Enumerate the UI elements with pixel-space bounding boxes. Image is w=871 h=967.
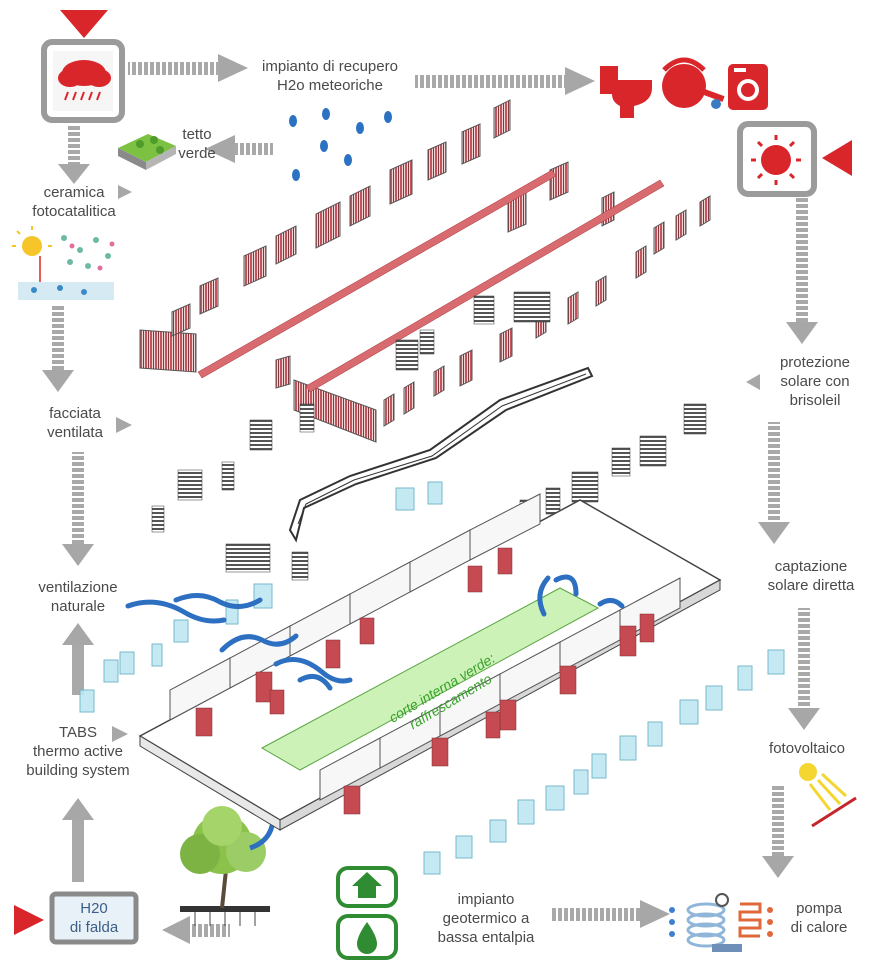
solar-protection-line2: solare con <box>780 373 850 390</box>
facade-line2: ventilata <box>47 424 103 441</box>
arrow-pv-to-heatpump <box>762 786 794 878</box>
solar-protection-line1: protezione <box>779 354 851 371</box>
arrow-tabs-to-ventilation <box>62 623 94 695</box>
green-courtyard <box>260 587 600 771</box>
arrow-ceramic-to-facade <box>42 306 74 392</box>
solar-capture-line1: captazione <box>774 558 848 575</box>
photovoltaic-label: fotovoltaico <box>752 739 862 758</box>
groundwater-line1: H20 <box>80 900 108 917</box>
green-roof-line1: tetto <box>182 126 212 143</box>
geothermal-line2: geotermico a <box>442 910 530 927</box>
ventilation-line2: naturale <box>50 598 106 615</box>
rain-recovery-line2: H2o meteoriche <box>277 77 383 94</box>
heat-pump-icon <box>669 893 773 952</box>
tabs-pointer <box>112 726 128 742</box>
tree-icon <box>180 806 270 926</box>
tabs-line2: thermo active <box>32 743 124 760</box>
geothermal-line1: impianto <box>457 891 515 908</box>
geothermal-label: impianto geotermico a bassa entalpia <box>426 890 546 947</box>
washing-machine-icon <box>728 64 768 110</box>
facade-label: facciata ventilata <box>30 404 120 442</box>
photovoltaic-line1: fotovoltaico <box>769 740 845 757</box>
groundwater-box <box>49 891 139 945</box>
ventilation-label: ventilazione naturale <box>18 578 138 616</box>
solar-protection-line3: brisoleil <box>789 392 841 409</box>
protection-pointer <box>746 374 760 390</box>
ceramic-label: ceramica fotocatalitica <box>14 183 134 221</box>
heat-pump-line2: di calore <box>790 919 848 936</box>
building-diagram <box>79 99 785 875</box>
facade-brick-layer <box>139 99 711 443</box>
tabs-line3: building system <box>26 762 130 779</box>
arrow-sun-to-protection <box>786 198 818 344</box>
sun-input-marker <box>822 140 852 176</box>
rain-recovery-label: impianto di recupero H2o meteoriche <box>236 57 424 95</box>
rain-recovery-line1: impianto di recupero <box>262 58 398 75</box>
arrow-rain-to-recovery <box>128 54 248 82</box>
arrow-rain-to-ceramic <box>58 126 90 184</box>
toilet-icon <box>600 66 652 118</box>
arrow-protection-to-capture <box>758 422 790 544</box>
geothermal-line3: bassa entalpia <box>437 929 535 946</box>
water-drop-icon <box>336 914 398 960</box>
arrow-geothermal-to-heatpump <box>550 900 670 928</box>
rain-cloud-icon <box>41 39 125 123</box>
solar-capture-line2: solare diretta <box>767 577 855 594</box>
house-icon <box>336 866 398 908</box>
ceramic-line2: fotocatalitica <box>32 203 116 220</box>
facade-line1: facciata <box>49 405 101 422</box>
green-roof-label: tetto verde <box>172 125 222 163</box>
rain-input-marker <box>60 10 108 38</box>
groundwater-input-marker <box>14 905 44 935</box>
watering-can-icon <box>662 57 725 109</box>
ceramic-line1: ceramica <box>43 184 105 201</box>
photovoltaic-panel-icon <box>799 763 857 828</box>
arrow-tree-to-groundwater <box>162 916 230 944</box>
green-roof-line2: verde <box>178 145 216 162</box>
solar-capture-label: captazione solare diretta <box>752 557 870 595</box>
facade-pointer <box>116 417 132 433</box>
solar-protection-label: protezione solare con brisoleil <box>762 353 868 410</box>
arrow-to-green-roof <box>205 135 273 163</box>
arrow-groundwater-to-tabs <box>62 798 94 882</box>
arrow-recovery-to-appliances <box>415 67 595 95</box>
arrow-facade-to-ventilation <box>62 452 94 566</box>
groundwater-label: H20 di falda <box>54 899 134 937</box>
green-roof-icon <box>118 134 176 170</box>
photocatalysis-icon <box>12 226 115 300</box>
heat-pump-line1: pompa <box>796 900 842 917</box>
tabs-line1: TABS <box>58 724 98 741</box>
heat-pump-label: pompa di calore <box>774 899 864 937</box>
sun-icon <box>737 121 817 197</box>
arrow-capture-to-pv <box>788 608 820 730</box>
tabs-label: TABS thermo active building system <box>16 723 140 780</box>
groundwater-line2: di falda <box>69 919 119 936</box>
ceramic-pointer <box>118 185 132 199</box>
rain-drops <box>289 108 392 181</box>
ventilation-line1: ventilazione <box>38 579 118 596</box>
